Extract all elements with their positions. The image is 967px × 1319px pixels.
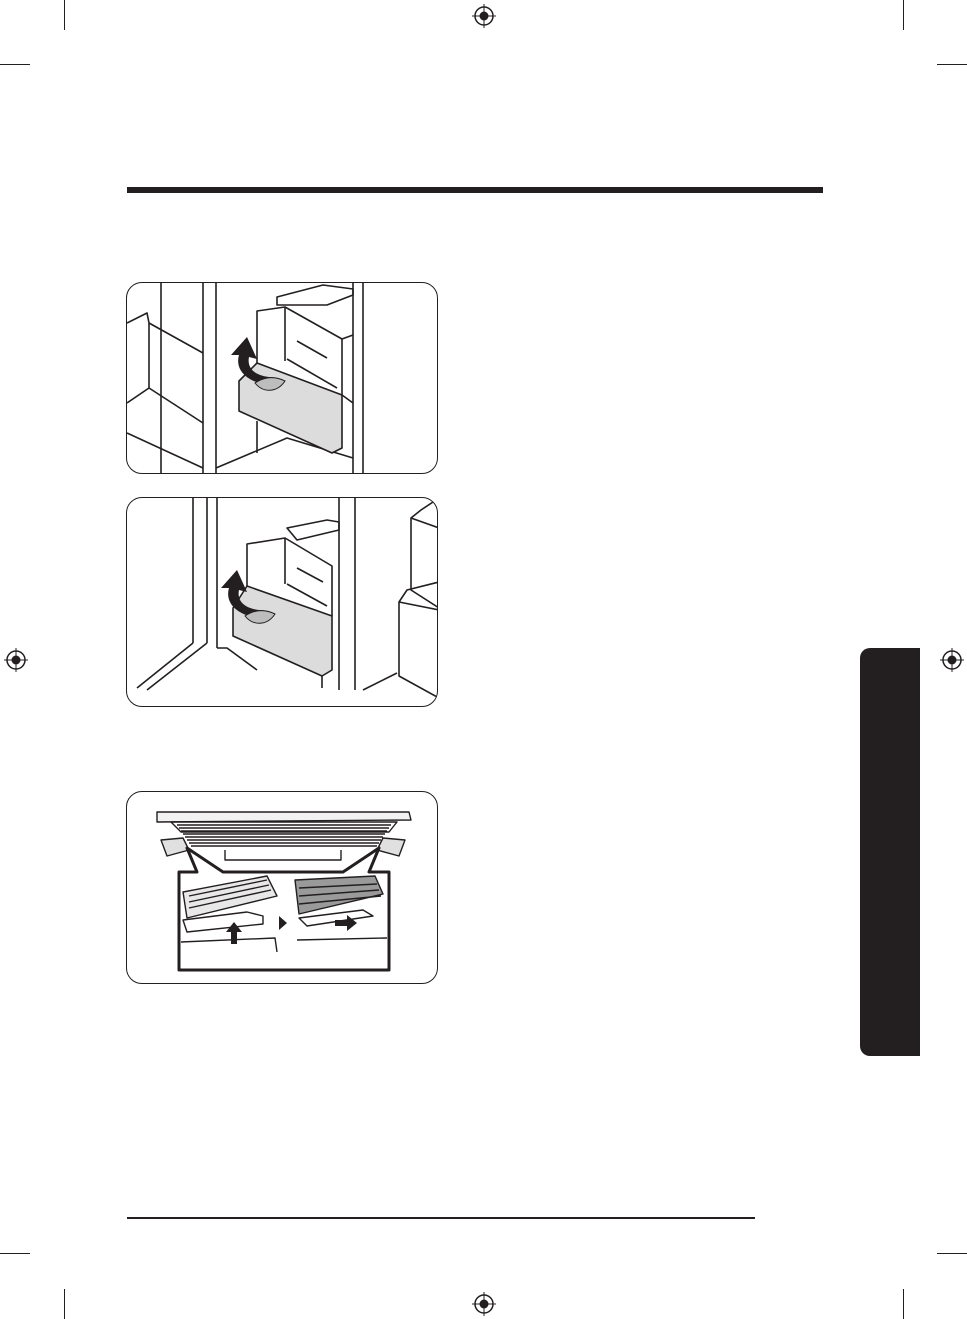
registration-mark-icon — [4, 648, 28, 672]
crop-mark — [64, 0, 65, 30]
registration-mark-icon — [472, 4, 496, 28]
crop-mark — [903, 0, 904, 30]
section-side-tab — [860, 648, 920, 1056]
figure-remove-drawer-right — [126, 497, 438, 707]
shelf-removal-detail-illustration — [127, 792, 438, 984]
crop-mark — [937, 64, 967, 65]
crop-mark — [0, 64, 30, 65]
registration-mark-icon — [472, 1292, 496, 1316]
crop-mark — [903, 1289, 904, 1319]
figure-shelf-removal — [126, 791, 438, 984]
figure-remove-drawer-left — [126, 282, 438, 474]
remove-freezer-drawer-left-illustration — [127, 283, 438, 474]
registration-mark-icon — [940, 648, 964, 672]
crop-mark — [0, 1253, 30, 1254]
header-rule — [127, 187, 823, 193]
crop-mark — [937, 1253, 967, 1254]
crop-mark — [64, 1289, 65, 1319]
footer-rule — [127, 1217, 755, 1219]
remove-freezer-drawer-right-illustration — [127, 498, 438, 707]
